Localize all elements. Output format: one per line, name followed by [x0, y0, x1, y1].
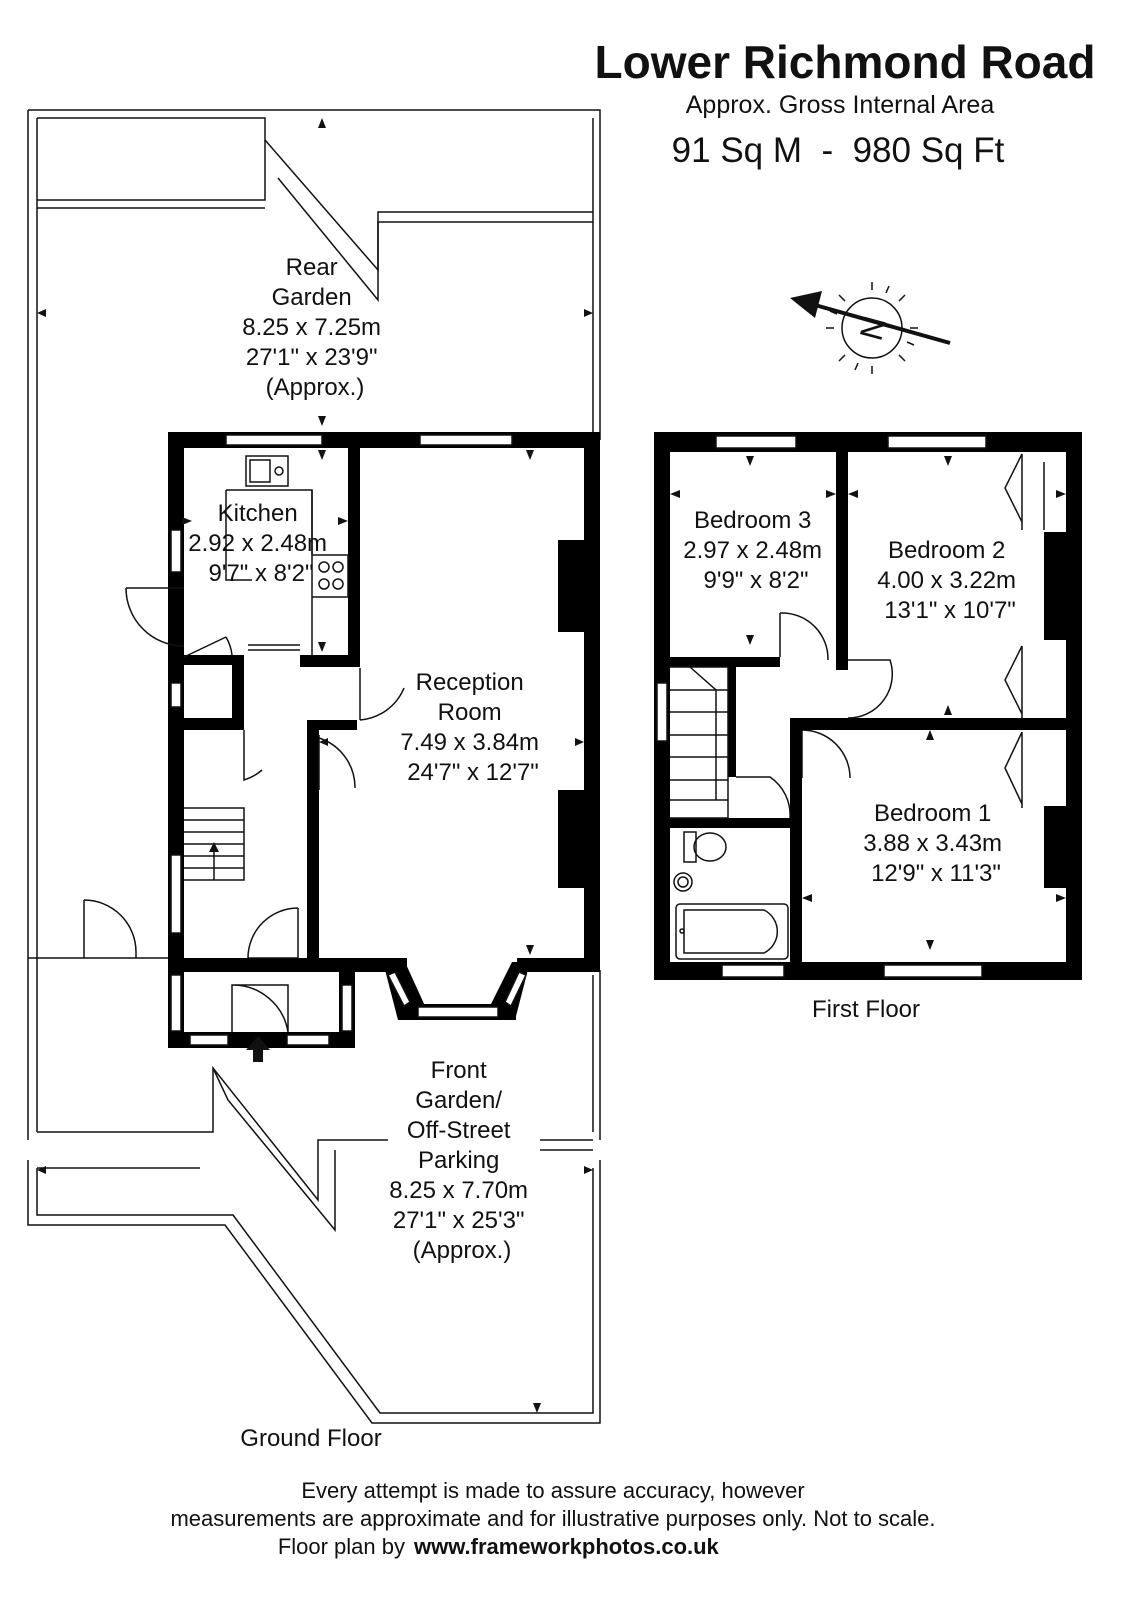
first-floor-doors [670, 453, 1045, 960]
rear-garden: Rear Garden 8.25 x 7.25m 27'1" x 23'9" (… [27, 109, 601, 965]
front-garden-label: Front Garden/ Off-Street Parking 8.25 x … [389, 1057, 534, 1264]
first-floor-arrows [670, 456, 1066, 950]
credit-prefix: Floor plan by [278, 1534, 405, 1559]
entrance-arrow-icon [246, 1036, 270, 1062]
compass-north-label: N [853, 312, 894, 344]
bedroom-1-label: Bedroom 1 3.88 x 3.43m 12'9" x 11'3" [863, 800, 1008, 887]
ground-floor-doors [83, 455, 405, 1033]
gross-internal-area: 91 Sq M - 980 Sq Ft [672, 131, 1005, 170]
disclaimer-line-1: Every attempt is made to assure accuracy… [301, 1478, 804, 1503]
rear-garden-label: Rear Garden 8.25 x 7.25m 27'1" x 23'9" (… [242, 254, 387, 401]
compass-icon: N [790, 282, 951, 374]
bedroom-3-label: Bedroom 3 2.97 x 2.48m 9'9" x 8'2" [683, 507, 828, 594]
bedroom-2-label: Bedroom 2 4.00 x 3.22m 13'1" x 10'7" [877, 537, 1022, 624]
plan-title: Lower Richmond Road [595, 36, 1096, 88]
credit-website-link[interactable]: www.frameworkphotos.co.uk [413, 1534, 720, 1559]
front-garden: Front Garden/ Off-Street Parking 8.25 x … [27, 957, 601, 1424]
ground-floor-arrows [182, 450, 584, 955]
ground-floor-windows [170, 434, 528, 1046]
area-subtitle: Approx. Gross Internal Area [686, 91, 995, 119]
disclaimer-line-2: measurements are approximate and for ill… [170, 1506, 935, 1531]
first-floor-windows [656, 435, 987, 978]
ground-floor-label: Ground Floor [240, 1425, 381, 1452]
kitchen-label: Kitchen 2.92 x 2.48m 9'7" x 8'2" [188, 500, 333, 587]
reception-room-label: Reception Room 7.49 x 3.84m 24'7" x 12'7… [400, 669, 545, 786]
first-floor-label: First Floor [812, 996, 920, 1023]
